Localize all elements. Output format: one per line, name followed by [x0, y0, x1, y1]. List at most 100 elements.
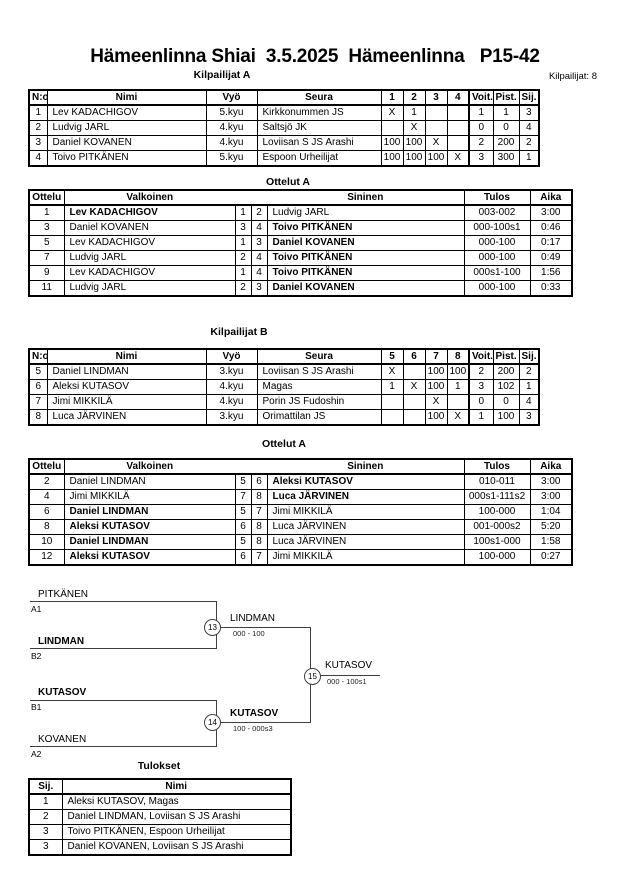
header-cell: Sij. [28, 778, 63, 795]
cell: 11 [28, 280, 65, 297]
cell: 3.kyu [205, 409, 258, 426]
header-cell: Sininen [266, 189, 465, 206]
cell: 5 [234, 504, 252, 520]
cell: Luca JÄRVINEN [266, 534, 465, 550]
cell: Daniel KOVANEN [266, 235, 465, 251]
cell: 3 [234, 220, 252, 236]
cell: 10 [28, 534, 65, 550]
table-row: N:oNimiVyöSeura1234Voit.Pist.Sij. [28, 89, 540, 106]
cell: Saltsjö JK [256, 120, 382, 136]
cell: Aleksi KUTASOV [63, 519, 236, 535]
header-cell: Ottelu [28, 189, 65, 206]
cell: 7 [250, 504, 268, 520]
cell: 000s1-100 [463, 265, 531, 281]
cell: 5 [28, 235, 65, 251]
bracket-match-score: 100 - 000s3 [233, 724, 273, 733]
cell: 1 [518, 150, 540, 167]
cell [380, 409, 404, 426]
cell: 1 [446, 379, 470, 395]
section-title-results: Tulokset [137, 760, 181, 772]
cell: 4 [250, 250, 268, 266]
cell: Luca JÄRVINEN [266, 489, 465, 505]
header-cell: 4 [446, 89, 470, 106]
cell: 1 [518, 379, 540, 395]
cell [446, 135, 470, 151]
cell: Loviisan S JS Arashi [256, 135, 382, 151]
header-cell [235, 458, 251, 475]
header-cell: Pist. [492, 89, 520, 106]
cell: Toivo PITKÄNEN [266, 220, 465, 236]
cell: 4 [518, 120, 540, 136]
bracket-slot-seed: A1 [31, 604, 42, 614]
cell: 2 [28, 473, 65, 490]
cell: 0 [468, 120, 494, 136]
header-cell [251, 458, 267, 475]
header-cell: Sininen [266, 458, 465, 475]
header-cell: Aika [529, 189, 573, 206]
table-row: Sij.Nimi [28, 778, 292, 795]
cell: 5 [234, 473, 252, 490]
cell: Ludvig JARL [63, 250, 236, 266]
cell: 100 [446, 363, 470, 380]
cell: 2 [468, 135, 494, 151]
cell: 000-100s1 [463, 220, 531, 236]
cell: Espoon Urheilijat [256, 150, 382, 167]
header-cell: 6 [402, 348, 426, 365]
cell: 1 [234, 204, 252, 221]
cell: 12 [28, 549, 65, 566]
cell: 3 [468, 379, 494, 395]
section-title-pool-b: Kilpailijat B [210, 326, 268, 338]
header-cell: 8 [446, 348, 470, 365]
cell: 3 [518, 104, 540, 121]
cell: 100 [424, 150, 448, 167]
cell: 102 [492, 379, 520, 395]
cell: 7 [28, 394, 48, 410]
cell: 1 [380, 379, 404, 395]
cell: 100-000 [463, 504, 531, 520]
cell: X [402, 379, 426, 395]
cell: 0:27 [529, 549, 573, 566]
cell [380, 120, 404, 136]
cell: Toivo PITKÄNEN [266, 265, 465, 281]
bracket-winner-name: LINDMAN [230, 613, 276, 624]
cell: 4 [250, 220, 268, 236]
cell: Porin JS Fudoshin [256, 394, 382, 410]
cell: 3:00 [529, 204, 573, 221]
cell: Toivo PITKÄNEN [46, 150, 207, 167]
cell: 1 [234, 265, 252, 281]
cell: X [446, 150, 470, 167]
cell: 1 [28, 793, 63, 810]
cell: 8 [28, 409, 48, 426]
cell: 4 [28, 150, 48, 167]
header-cell: 1 [380, 89, 404, 106]
cell: 3 [28, 135, 48, 151]
cell: Daniel KOVANEN [63, 220, 236, 236]
cell: 3 [518, 409, 540, 426]
cell [402, 409, 426, 426]
cell: 1 [492, 104, 520, 121]
header-cell: Sij. [518, 89, 540, 106]
cell: Orimattilan JS [256, 409, 382, 426]
cell: Aleksi KUTASOV, Magas [61, 793, 292, 810]
cell: 3:00 [529, 473, 573, 490]
cell: X [424, 135, 448, 151]
cell [446, 394, 470, 410]
cell: 000-100 [463, 250, 531, 266]
cell: 100 [402, 135, 426, 151]
cell: Jimi MIKKILÄ [266, 504, 465, 520]
cell: 3 [250, 280, 268, 297]
bracket-line [216, 722, 310, 723]
cell [380, 394, 404, 410]
